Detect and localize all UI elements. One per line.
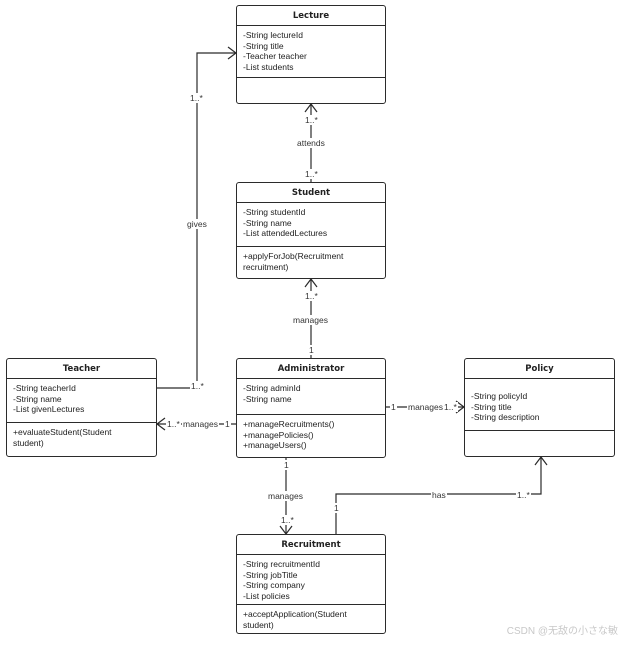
admin-teacher-target-multiplicity: 1..* <box>166 419 181 429</box>
student-attribute: -String studentId <box>243 207 306 217</box>
admin-policy-target-multiplicity: 1..* <box>443 402 458 412</box>
lecture-attribute: -String lectureId <box>243 30 303 40</box>
administrator-attributes: -String adminId -String name <box>237 379 385 415</box>
attends-arrow <box>304 103 318 113</box>
policy-attribute: -String title <box>471 401 512 412</box>
student-method: recruitment) <box>243 261 289 272</box>
policy-attributes: -String policyId -String title -String d… <box>465 379 614 431</box>
admin-policy-label: manages <box>407 402 444 412</box>
policy-class[interactable]: Policy -String policyId -String title -S… <box>464 358 615 457</box>
recruitment-attribute: -String jobTitle <box>243 569 298 580</box>
policy-attribute: -String description <box>471 412 540 422</box>
attends-label: attends <box>296 138 326 148</box>
recruitment-attribute: -String company <box>243 580 305 590</box>
policy-attribute: -String policyId <box>471 391 528 401</box>
has-source-multiplicity: 1 <box>333 503 340 513</box>
administrator-attribute: -String adminId <box>243 383 301 393</box>
administrator-method: +managePolicies() <box>243 429 314 440</box>
recruitment-method: student) <box>243 619 274 630</box>
student-attribute: -String name <box>243 217 292 228</box>
teacher-attributes: -String teacherId -String name -List giv… <box>7 379 156 423</box>
lecture-class[interactable]: Lecture -String lectureId -String title … <box>236 5 386 104</box>
admin-recruitment-source-multiplicity: 1 <box>283 460 290 470</box>
recruitment-class-name: Recruitment <box>237 535 385 555</box>
recruitment-method: +acceptApplication(Student <box>243 609 347 619</box>
policy-class-name: Policy <box>465 359 614 379</box>
has-arrow <box>534 456 548 466</box>
student-methods: +applyForJob(Recruitment recruitment) <box>237 247 385 275</box>
has-label: has <box>431 490 447 500</box>
admin-policy-source-multiplicity: 1 <box>390 402 397 412</box>
attends-source-multiplicity: 1..* <box>304 169 319 179</box>
lecture-attributes: -String lectureId -String title -Teacher… <box>237 26 385 78</box>
student-class-name: Student <box>237 183 385 203</box>
administrator-attribute: -String name <box>243 393 292 404</box>
has-target-multiplicity: 1..* <box>516 490 531 500</box>
lecture-attribute: -Teacher teacher <box>243 51 307 61</box>
administrator-method: +manageRecruitments() <box>243 419 335 429</box>
gives-source-multiplicity: 1..* <box>190 381 205 391</box>
admin-teacher-label: manages <box>182 419 219 429</box>
administrator-class-name: Administrator <box>237 359 385 379</box>
admin-student-source-multiplicity: 1 <box>308 345 315 355</box>
administrator-class[interactable]: Administrator -String adminId -String na… <box>236 358 386 458</box>
teacher-method: +evaluateStudent(Student <box>13 427 112 437</box>
student-attribute: -List attendedLectures <box>243 228 328 238</box>
lecture-class-name: Lecture <box>237 6 385 26</box>
admin-student-target-multiplicity: 1..* <box>304 291 319 301</box>
lecture-attribute: -String title <box>243 40 284 51</box>
student-method: +applyForJob(Recruitment <box>243 251 344 261</box>
student-attributes: -String studentId -String name -List att… <box>237 203 385 247</box>
gives-target-multiplicity: 1..* <box>189 93 204 103</box>
administrator-methods: +manageRecruitments() +managePolicies() … <box>237 415 385 454</box>
teacher-attribute: -String name <box>13 393 62 404</box>
recruitment-attribute: -List policies <box>243 590 290 601</box>
admin-teacher-arrow <box>156 417 166 431</box>
teacher-attribute: -List givenLectures <box>13 404 85 414</box>
watermark: CSDN @无敌の小さな敏 <box>506 626 618 637</box>
lecture-methods <box>237 78 385 85</box>
administrator-method: +manageUsers() <box>243 440 307 450</box>
lecture-attribute: -List students <box>243 61 294 72</box>
teacher-method: student) <box>13 437 44 448</box>
recruitment-class[interactable]: Recruitment -String recruitmentId -Strin… <box>236 534 386 634</box>
policy-methods <box>465 431 614 438</box>
admin-recruitment-target-multiplicity: 1..* <box>280 515 295 525</box>
recruitment-attributes: -String recruitmentId -String jobTitle -… <box>237 555 385 605</box>
recruitment-attribute: -String recruitmentId <box>243 559 320 569</box>
recruitment-methods: +acceptApplication(Student student) <box>237 605 385 633</box>
student-class[interactable]: Student -String studentId -String name -… <box>236 182 386 279</box>
teacher-class[interactable]: Teacher -String teacherId -String name -… <box>6 358 157 457</box>
gives-label: gives <box>186 219 208 229</box>
teacher-methods: +evaluateStudent(Student student) <box>7 423 156 451</box>
teacher-class-name: Teacher <box>7 359 156 379</box>
admin-student-arrow <box>304 278 318 288</box>
admin-teacher-source-multiplicity: 1 <box>224 419 231 429</box>
admin-recruitment-label: manages <box>267 491 304 501</box>
teacher-attribute: -String teacherId <box>13 383 76 393</box>
attends-target-multiplicity: 1..* <box>304 115 319 125</box>
admin-student-label: manages <box>292 315 329 325</box>
